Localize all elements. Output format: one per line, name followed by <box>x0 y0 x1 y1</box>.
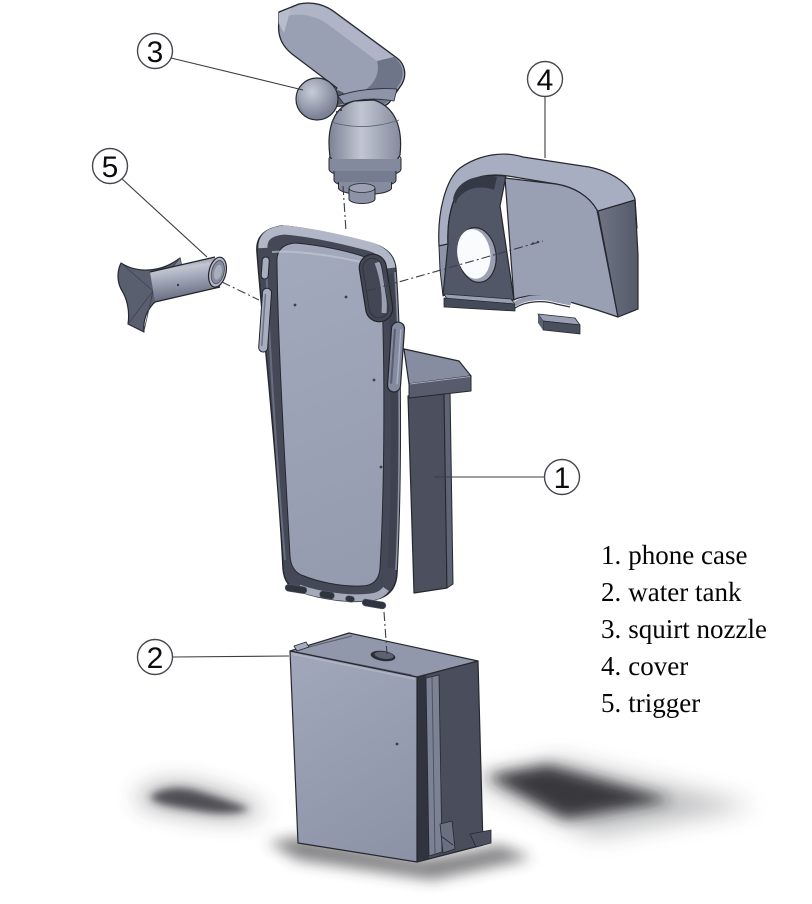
legend-label: squirt nozzle <box>628 614 767 644</box>
balloon-callouts: 1 2 3 4 5 <box>91 32 581 676</box>
balloon-circle-3 <box>136 32 174 70</box>
tank-vertex-dot <box>395 742 399 746</box>
centerline-end-marks <box>531 240 540 245</box>
legend-label: trigger <box>628 688 701 718</box>
legend-item-water-tank: 2.water tank <box>601 574 767 611</box>
parts-legend: 1.phone case 2.water tank 3.squirt nozzl… <box>601 537 767 722</box>
centerline-case-cover <box>366 240 544 292</box>
side-button-slot <box>386 321 406 393</box>
legend-number: 1. <box>601 540 622 570</box>
tank-groove-foot-edge <box>440 835 454 846</box>
legend-item-cover: 4.cover <box>601 648 767 685</box>
case-back-box-front <box>407 390 448 594</box>
trigger-cylinder-edges <box>149 256 221 303</box>
cover-arch-edge <box>514 301 571 309</box>
nozzle-arm-top-facet <box>281 4 394 62</box>
nozzle-vertex-dots <box>335 108 343 114</box>
trigger-part <box>117 256 228 333</box>
case-vertex-dots <box>293 295 383 469</box>
balloon-circle-5 <box>91 147 129 185</box>
legend-label: cover <box>628 651 689 681</box>
explode-centerlines <box>221 240 544 301</box>
cover-part <box>438 153 639 335</box>
nozzle-tip-top <box>348 183 376 193</box>
bottom-port-cutouts <box>284 584 387 610</box>
leader-line-5 <box>120 177 208 258</box>
legend-label: phone case <box>628 540 748 570</box>
legend-item-phone-case: 1.phone case <box>601 537 767 574</box>
balloon-5: 5 <box>91 147 208 258</box>
legend-item-squirt-nozzle: 3.squirt nozzle <box>601 611 767 648</box>
centerline-trigger-case <box>221 281 260 301</box>
case-rim-right-sliver <box>394 271 401 571</box>
nozzle-arm-end-facet <box>279 8 291 33</box>
leader-line-3 <box>170 57 304 91</box>
case-rim-top-light <box>258 225 396 269</box>
trigger-barrel-end <box>207 256 228 288</box>
tank-fill-hole <box>370 650 396 662</box>
tank-shadow-core <box>486 765 672 819</box>
tank-top-lip <box>293 641 310 652</box>
camera-cutout <box>358 253 394 323</box>
balloon-number-3: 3 <box>147 36 164 69</box>
nozzle-dome <box>328 99 402 162</box>
trigger-shadow-core <box>150 788 250 814</box>
cover-arch-band <box>513 295 572 307</box>
legend-item-trigger: 5.trigger <box>601 685 767 722</box>
balloon-circle-2 <box>136 638 174 676</box>
case-rim-bottom-light <box>297 584 389 602</box>
tank-groove-line <box>431 676 436 855</box>
balloon-number-4: 4 <box>537 64 554 97</box>
cover-right-face <box>597 199 639 318</box>
legend-number: 3. <box>601 614 622 644</box>
balloon-3: 3 <box>136 32 304 91</box>
nozzle-ball-joint <box>295 77 339 121</box>
squirt-nozzle-part <box>277 2 406 232</box>
leader-line-2 <box>172 655 290 658</box>
tank-front-chamfer <box>291 653 416 680</box>
balloon-number-2: 2 <box>147 642 164 675</box>
legend-label: water tank <box>628 577 742 607</box>
balloon-circle-4 <box>526 60 564 98</box>
phone-case-part <box>256 225 472 610</box>
water-tank-part <box>289 632 492 863</box>
balloon-4: 4 <box>526 60 564 158</box>
tank-right-front-sliver <box>417 674 429 862</box>
tank-groove-foot <box>439 820 456 854</box>
centerline-nozzle-case <box>342 185 347 232</box>
tank-front-face <box>289 650 418 863</box>
nozzle-dome-seam <box>330 119 400 127</box>
cover-right-foot-side <box>538 314 543 330</box>
balloon-number-1: 1 <box>554 462 571 495</box>
trigger-vertex-dot <box>176 283 180 287</box>
legend-number: 4. <box>601 651 622 681</box>
cover-top-slot <box>453 175 497 204</box>
balloon-number-5: 5 <box>102 151 119 184</box>
balloon-circle-1 <box>543 458 581 496</box>
cover-camera-hole <box>457 227 497 283</box>
legend-number: 5. <box>601 688 622 718</box>
balloon-1: 1 <box>434 458 581 496</box>
nozzle-ball-shade <box>297 93 309 118</box>
cover-left-floor-edge <box>443 297 516 312</box>
case-shelf-edge-highlight <box>409 376 471 385</box>
volume-button-slots <box>258 256 273 353</box>
legend-number: 2. <box>601 577 622 607</box>
tank-right-foot <box>469 829 492 848</box>
balloon-2: 2 <box>136 638 290 676</box>
centerline-case-tank <box>383 611 388 655</box>
